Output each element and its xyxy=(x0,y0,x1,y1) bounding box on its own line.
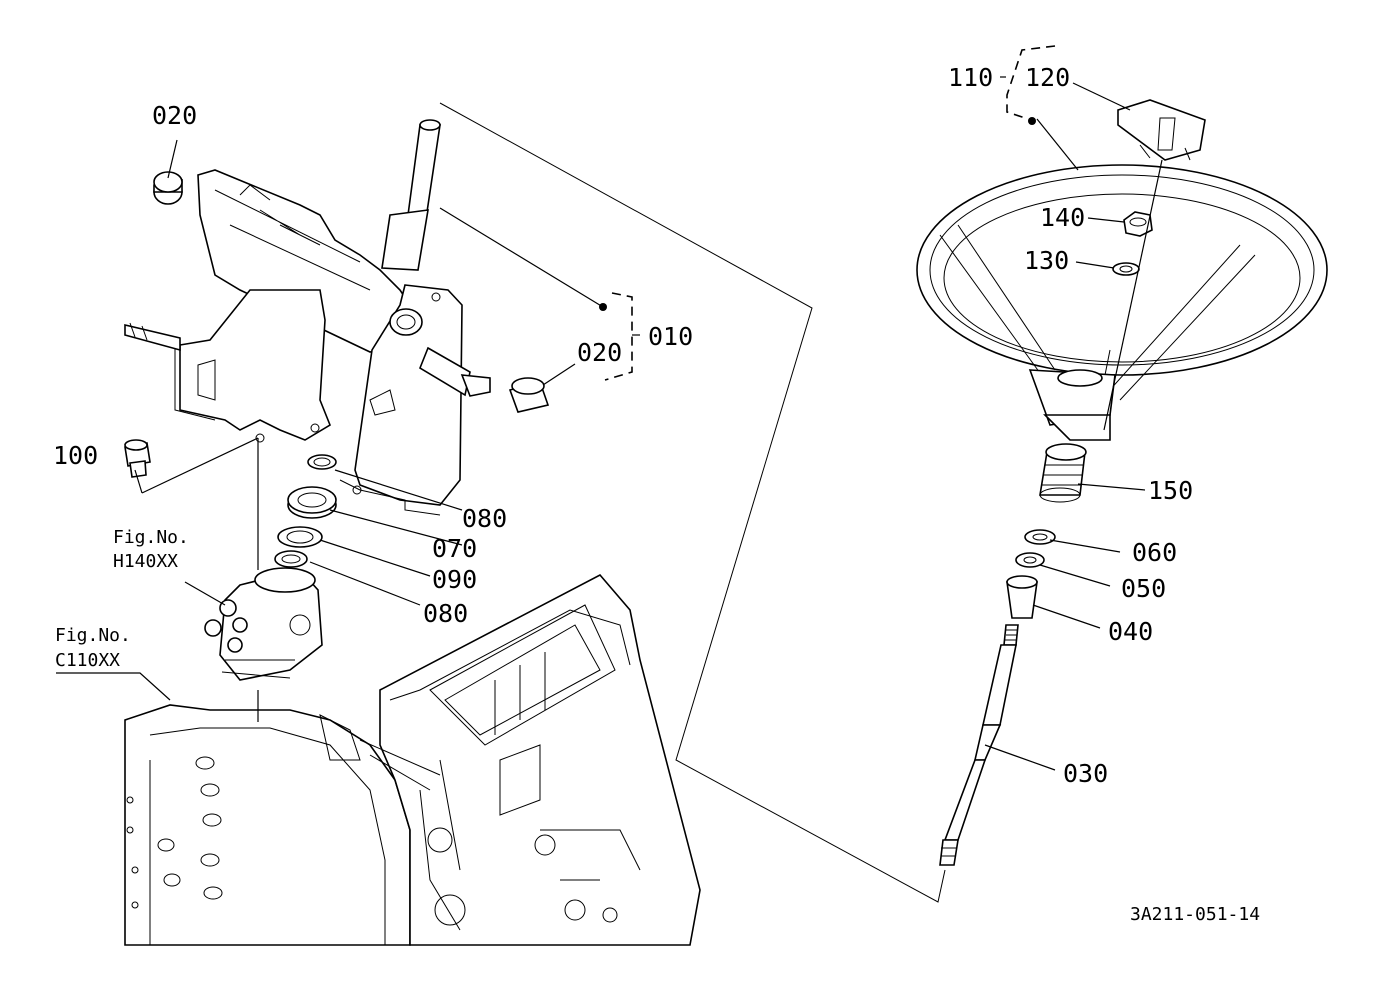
steering-wheel xyxy=(916,164,1328,441)
callout-120: 120 xyxy=(1025,63,1070,92)
callout-dot-010 xyxy=(599,303,607,311)
callout-010: 010 xyxy=(648,322,693,351)
callout-150: 150 xyxy=(1148,476,1193,505)
callout-020-left: 020 xyxy=(152,101,197,130)
washer-050 xyxy=(1015,552,1045,568)
cone-060 xyxy=(1024,529,1056,545)
figref-c110-line1: Fig.No. xyxy=(55,625,131,646)
callout-100: 100 xyxy=(53,441,98,470)
bush-150 xyxy=(1039,443,1087,503)
leader-lines xyxy=(56,76,1163,771)
transmission-housing xyxy=(124,573,701,946)
callout-050: 050 xyxy=(1121,574,1166,603)
figref-h140-line1: Fig.No. xyxy=(113,527,189,548)
callout-070: 070 xyxy=(432,534,477,563)
steering-column-bracket xyxy=(124,119,550,516)
bearing-washer-stack xyxy=(274,454,337,568)
callout-110: 110 xyxy=(948,63,993,92)
center-cap-120 xyxy=(1117,99,1206,161)
steering-shaft-030 xyxy=(939,624,1019,866)
bracket-110 xyxy=(1006,45,1056,119)
callout-130: 130 xyxy=(1024,246,1069,275)
callout-080-upper: 080 xyxy=(462,504,507,533)
callout-030: 030 xyxy=(1063,759,1108,788)
callout-020-right: 020 xyxy=(577,338,622,367)
callout-140: 140 xyxy=(1040,203,1085,232)
callout-040: 040 xyxy=(1108,617,1153,646)
steering-valve xyxy=(204,567,323,681)
bolt-100 xyxy=(124,439,151,478)
callout-060: 060 xyxy=(1132,538,1177,567)
nut-140 xyxy=(1123,211,1153,237)
washer-130 xyxy=(1112,262,1140,276)
assembly-outline-lines xyxy=(439,102,946,903)
figref-h140-line2: H140XX xyxy=(113,551,178,572)
figref-c110-line2: C110XX xyxy=(55,650,120,671)
collar-040 xyxy=(1006,575,1038,619)
drawing-number: 3A211-051-14 xyxy=(1130,904,1260,925)
callout-090: 090 xyxy=(432,565,477,594)
callout-080-lower: 080 xyxy=(423,599,468,628)
callout-dot-110 xyxy=(1028,117,1036,125)
bracket-010 xyxy=(604,292,633,381)
